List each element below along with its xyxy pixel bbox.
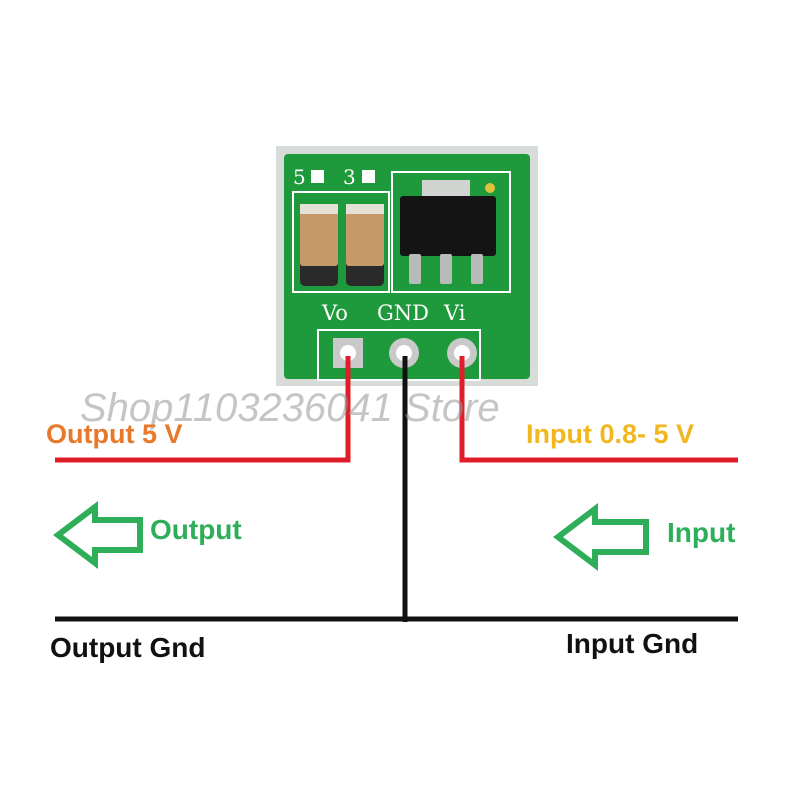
pin-label-gnd: GND: [377, 301, 429, 325]
pin-label-vi: Vi: [443, 301, 466, 325]
pin-gnd: [389, 338, 419, 368]
silk-outline-regulator: [391, 171, 511, 293]
jumper-label-5: 5: [293, 165, 306, 189]
jumper-label-3: 3: [343, 165, 356, 189]
output-arrow-label: Output: [150, 514, 242, 545]
pin-label-vo: Vo: [321, 301, 348, 325]
capacitor-2: [346, 204, 384, 286]
output-gnd-label: Output Gnd: [50, 632, 206, 663]
input-arrow-label: Input: [667, 517, 736, 548]
header-outline: [317, 329, 481, 381]
input-voltage-label: Input 0.8- 5 V: [526, 419, 695, 449]
input-gnd-label: Input Gnd: [566, 628, 699, 659]
output-voltage-label: Output 5 V: [46, 419, 183, 449]
via-dot: [485, 183, 495, 193]
output-wire: [55, 356, 351, 463]
regulator-ic: [400, 180, 496, 284]
output-arrow-icon: [53, 500, 143, 570]
input-arrow-icon: [553, 502, 649, 572]
jumper-pad-5: [311, 170, 324, 183]
input-wire: [459, 356, 738, 463]
jumper-pad-3: [362, 170, 375, 183]
store-watermark: Shop1103236041 Store: [80, 386, 500, 430]
silk-outline-capacitors: [292, 191, 390, 293]
pin-vi: [447, 338, 477, 368]
capacitor-1: [300, 204, 338, 286]
